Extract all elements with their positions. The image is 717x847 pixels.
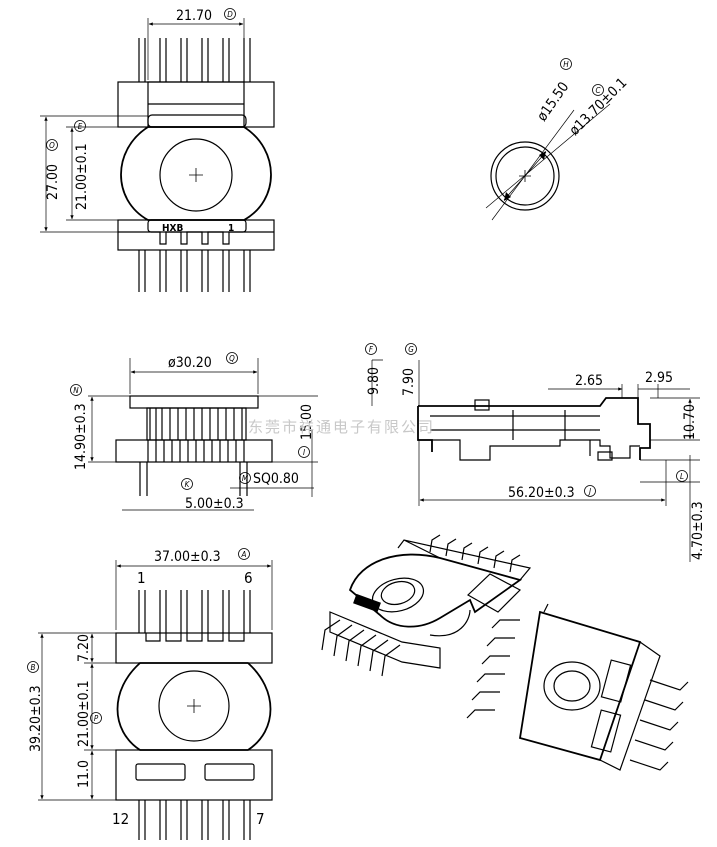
dim-21-00-bottom: 21.00±0.1 <box>76 680 92 747</box>
top-view-pins-lower <box>138 250 251 292</box>
pin-label-12: 12 <box>112 810 129 828</box>
dim-2-95: 2.95 <box>645 370 673 386</box>
marker-i: I <box>303 448 305 457</box>
bottom-view: 1 6 12 7 37.00±0.3 A 39.20±0.3 B 7.20 21… <box>27 548 273 840</box>
dim-7-90: 7.90 <box>401 368 417 396</box>
top-view-pins-upper <box>138 38 251 82</box>
dim-14-90: 14.90±0.3 <box>73 403 89 470</box>
marker-c: C <box>595 86 600 95</box>
marker-o: O <box>49 141 55 150</box>
dim-11-0: 11.0 <box>76 760 92 788</box>
marker-e: E <box>78 122 83 131</box>
isometric-view-2 <box>466 603 689 771</box>
dim-30-20: ø30.20 <box>168 355 212 371</box>
center-hole-view: ø15.50 H ø13.70±0.1 C <box>485 58 630 221</box>
dim-7-20: 7.20 <box>76 634 92 662</box>
dim-15-00: 15.00 <box>299 404 315 440</box>
dim-10-70: 10.70 <box>682 404 698 440</box>
marker-f: F <box>369 345 374 354</box>
marker-g: G <box>408 345 414 354</box>
dim-56-20: 56.20±0.3 <box>508 485 575 501</box>
dim-15-50: ø15.50 <box>534 79 572 124</box>
part-code: HXB <box>162 223 183 234</box>
dim-37-00: 37.00±0.3 <box>154 549 221 565</box>
marker-b: B <box>31 663 36 672</box>
dim-27-00: 27.00 <box>45 164 61 200</box>
dim-2-65: 2.65 <box>575 373 603 389</box>
dim-9-80: 9.80 <box>366 367 382 395</box>
watermark: 东莞市祥通电子有限公司 <box>248 418 435 436</box>
marker-h: H <box>563 60 569 69</box>
dim-4-70: 4.70±0.3 <box>690 501 706 560</box>
marker-l: L <box>680 472 684 481</box>
dim-21-70: 21.70 <box>176 8 212 24</box>
dim-39-20: 39.20±0.3 <box>28 685 44 752</box>
isometric-view-1 <box>321 534 532 677</box>
pin-label-7: 7 <box>256 810 265 828</box>
dim-21-00-top: 21.00±0.1 <box>74 143 90 210</box>
dim-5-00: 5.00±0.3 <box>185 496 244 512</box>
marker-k: K <box>185 480 191 489</box>
pin-label-6: 6 <box>244 569 253 587</box>
part-pin-number: 1 <box>228 223 234 234</box>
marker-q: Q <box>229 354 235 363</box>
marker-m: M <box>242 474 249 483</box>
side-view: ø30.20 Q 14.90±0.3 N 15.00 I M SQ0.80 K … <box>70 352 318 512</box>
front-view: 9.80 F 7.90 G 2.65 2.95 10.70 56.20±0.3 … <box>365 343 706 562</box>
dim-sq: SQ0.80 <box>253 471 299 487</box>
marker-d: D <box>227 10 233 19</box>
marker-j: J <box>587 487 591 496</box>
marker-p: P <box>94 714 99 723</box>
top-view: HXB 1 21.70 D 27.00 O 21.00±0.1 E <box>40 8 275 292</box>
pin-label-1: 1 <box>137 569 146 587</box>
marker-n: N <box>73 386 79 395</box>
marker-a: A <box>241 550 247 559</box>
